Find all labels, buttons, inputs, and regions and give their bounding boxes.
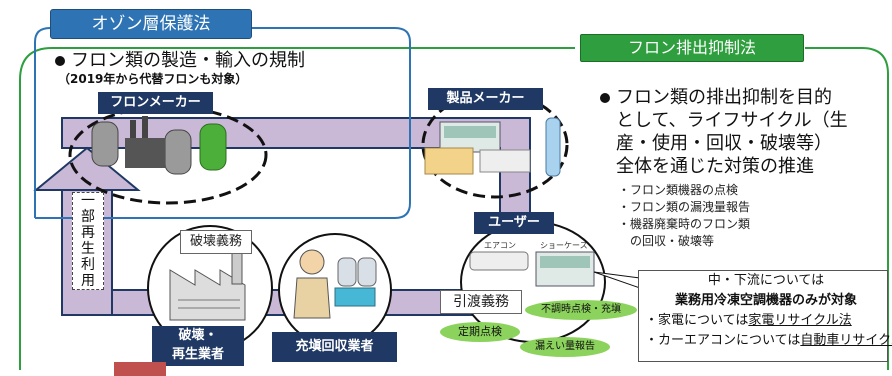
emission-bullet: フロン類の排出抑制を目的 として、ライフサイクル（生 産・使用・回収・破壊等） … (600, 86, 890, 178)
handover-duty-label: 引渡義務 (440, 290, 522, 314)
showcase-label: ショーケース (540, 241, 588, 250)
freon-maker-label: フロンメーカー (98, 92, 213, 114)
destruction-duty-label: 破壊義務 (180, 230, 252, 254)
ozone-law-tab-label: オゾン層保護法 (91, 14, 211, 34)
periodic-check-oval: 定期点検 (440, 322, 520, 342)
red-box-fragment (114, 362, 166, 376)
note-line-4-prefix: ・カーエアコンについては (645, 333, 801, 348)
filling-recovery-label: 充塡回収業者 (272, 332, 397, 362)
leak-report-text: 漏えい量報告 (535, 341, 595, 352)
ozone-bullet-text: フロン類の製造・輸入の規制 (71, 50, 305, 71)
emission-bullet-line-1: フロン類の排出抑制を目的 (616, 87, 832, 108)
irregular-check-oval: 不調時点検・充塡 (525, 300, 637, 320)
destroy-recycle-line-1: 破壊・ (178, 328, 218, 343)
product-maker-label: 製品メーカー (428, 88, 543, 110)
leak-report-oval: 漏えい量報告 (520, 337, 610, 357)
ozone-bullet: フロン類の製造・輸入の規制 (55, 46, 305, 72)
sub-item-1: ・フロン類機器の点検 (618, 183, 739, 197)
emission-law-tab-label: フロン排出抑制法 (627, 38, 756, 57)
note-line-4: ・カーエアコンについては自動車リサイクル法 (645, 331, 892, 351)
destroy-recycle-label: 破壊・ 再生業者 (152, 326, 244, 366)
recycle-char: 用 (81, 273, 95, 289)
ac-label: エアコン (484, 241, 516, 250)
emission-law-tab: フロン排出抑制法 (580, 34, 804, 62)
note-line-2: 業務用冷凍空調機器のみが対象 (674, 293, 857, 308)
sub-item-2: ・フロン類の漏洩量報告 (618, 200, 751, 214)
recycle-char: 一 (81, 193, 95, 209)
note-line-3: ・家電については家電リサイクル法 (645, 311, 887, 331)
user-label: ユーザー (474, 212, 554, 234)
emission-sub-items: ・フロン類機器の点検 ・フロン類の漏洩量報告 ・機器廃棄時のフロン類 の回収・破… (618, 182, 750, 250)
user-equipment-illustration (469, 251, 595, 287)
ozone-law-tab: オゾン層保護法 (50, 9, 252, 39)
periodic-check-text: 定期点検 (458, 325, 502, 338)
worker-illustration (293, 249, 377, 319)
factory-illustration (169, 243, 246, 321)
sub-item-4: の回収・破壊等 (618, 234, 715, 248)
products-illustration (424, 117, 561, 177)
recycle-char: 生 (81, 241, 95, 257)
ozone-law-frame (34, 27, 411, 219)
recycle-char: 部 (81, 209, 95, 225)
emission-bullet-line-2: として、ライフサイクル（生 (616, 110, 848, 131)
recycle-char: 利 (81, 257, 95, 273)
ozone-note: （2019年から代替フロンも対象） (58, 72, 248, 86)
bullet-icon (55, 56, 65, 66)
recycle-char: 再 (81, 225, 95, 241)
recycle-arrow-head (33, 146, 141, 191)
irregular-check-text: 不調時点検・充塡 (541, 304, 621, 315)
auto-recycle-link[interactable]: 自動車リサイクル法 (800, 333, 892, 348)
note-box: 中・下流については 業務用冷凍空調機器のみが対象 ・家電については家電リサイクル… (638, 270, 892, 362)
home-appliance-recycle-link[interactable]: 家電リサイクル法 (748, 313, 852, 328)
sub-item-3: ・機器廃棄時のフロン類 (618, 217, 751, 231)
destroy-recycle-line-2: 再生業者 (171, 347, 224, 362)
bullet-icon (600, 93, 610, 103)
recycle-vertical-label: 一 部 再 生 利 用 (72, 192, 104, 290)
emission-bullet-line-4: 全体を通じた対策の推進 (616, 156, 814, 177)
note-line-3-prefix: ・家電については (645, 313, 749, 328)
emission-bullet-line-3: 産・使用・回収・破壊等） (616, 133, 832, 154)
emission-law-frame (19, 47, 889, 370)
note-line-1: 中・下流については (707, 273, 825, 288)
gas-cylinders-illustration (91, 116, 227, 175)
